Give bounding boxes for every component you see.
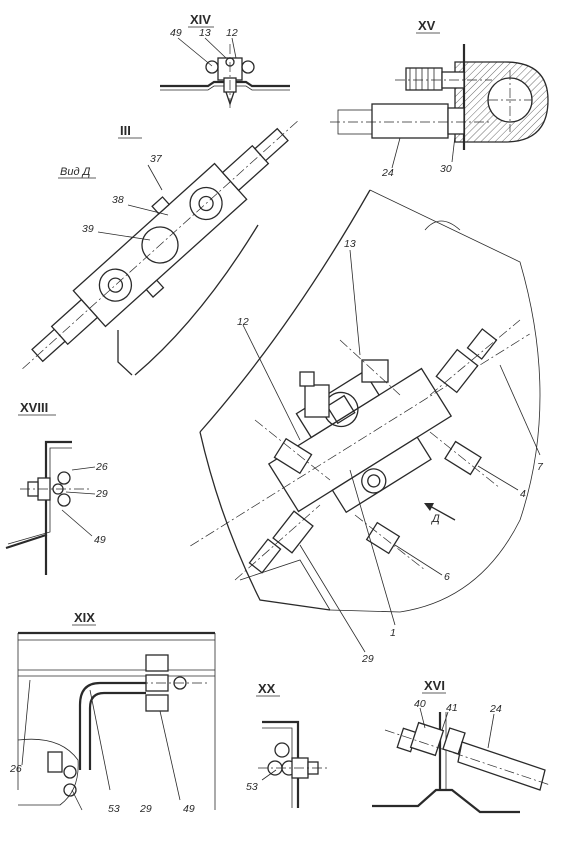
section-label-xv: XV xyxy=(418,18,436,33)
callout-xx-53: 53 xyxy=(246,781,258,793)
view-label: Вид Д xyxy=(60,166,91,178)
callout-xvi-41: 41 xyxy=(446,702,458,714)
section-label-xvi: XVI xyxy=(424,678,445,693)
callout-xvi-40: 40 xyxy=(414,698,426,710)
callout-xix-49: 49 xyxy=(183,803,195,815)
callout-xviii-49: 49 xyxy=(94,534,106,546)
callout-main-7: 7 xyxy=(537,461,544,473)
callout-xiv-12: 12 xyxy=(226,27,238,39)
callout-xix-29: 29 xyxy=(139,803,152,815)
detail-xix: XIX 26 29 53 49 xyxy=(9,610,216,815)
callout-xix-26: 26 xyxy=(9,763,22,775)
callout-main-13: 13 xyxy=(344,238,356,250)
section-label-xviii: XVIII xyxy=(20,400,48,415)
detail-xviii: XVIII 26 29 49 xyxy=(5,400,108,575)
detail-iii: III Вид Д 37 38 39 xyxy=(22,120,298,376)
callout-xvi-24: 24 xyxy=(489,703,502,715)
detail-xvi: XVI 40 41 24 xyxy=(372,678,551,814)
callout-main-12: 12 xyxy=(237,316,249,328)
callout-xv-30: 30 xyxy=(440,163,452,175)
section-label-xiv: XIV xyxy=(190,12,211,27)
detail-xiv: XIV 49 13 12 xyxy=(160,12,290,110)
callout-main-29: 29 xyxy=(361,653,374,665)
callout-xviii-29: 29 xyxy=(95,488,108,500)
callout-xix-53: 53 xyxy=(108,803,120,815)
view-arrow-label: Д xyxy=(430,513,440,525)
callout-iii-39: 39 xyxy=(82,223,94,235)
callout-xviii-26: 26 xyxy=(95,461,108,473)
detail-xv: XV 24 30 xyxy=(330,18,549,179)
callout-xiv-13: 13 xyxy=(199,27,211,39)
callout-iii-37: 37 xyxy=(150,153,163,165)
callout-iii-38: 38 xyxy=(112,194,124,206)
section-label-xx: XX xyxy=(258,681,276,696)
callout-main-4: 4 xyxy=(520,488,526,500)
main-assembly-view: Д 13 12 7 4 6 1 29 xyxy=(190,189,544,665)
callout-main-6: 6 xyxy=(444,571,450,583)
section-label-xix: XIX xyxy=(74,610,95,625)
detail-xx: XX 53 xyxy=(246,681,330,808)
callout-main-1: 1 xyxy=(390,627,396,639)
callout-xiv-49: 49 xyxy=(170,27,182,39)
callout-xv-24: 24 xyxy=(381,167,394,179)
section-label-iii: III xyxy=(120,123,131,138)
